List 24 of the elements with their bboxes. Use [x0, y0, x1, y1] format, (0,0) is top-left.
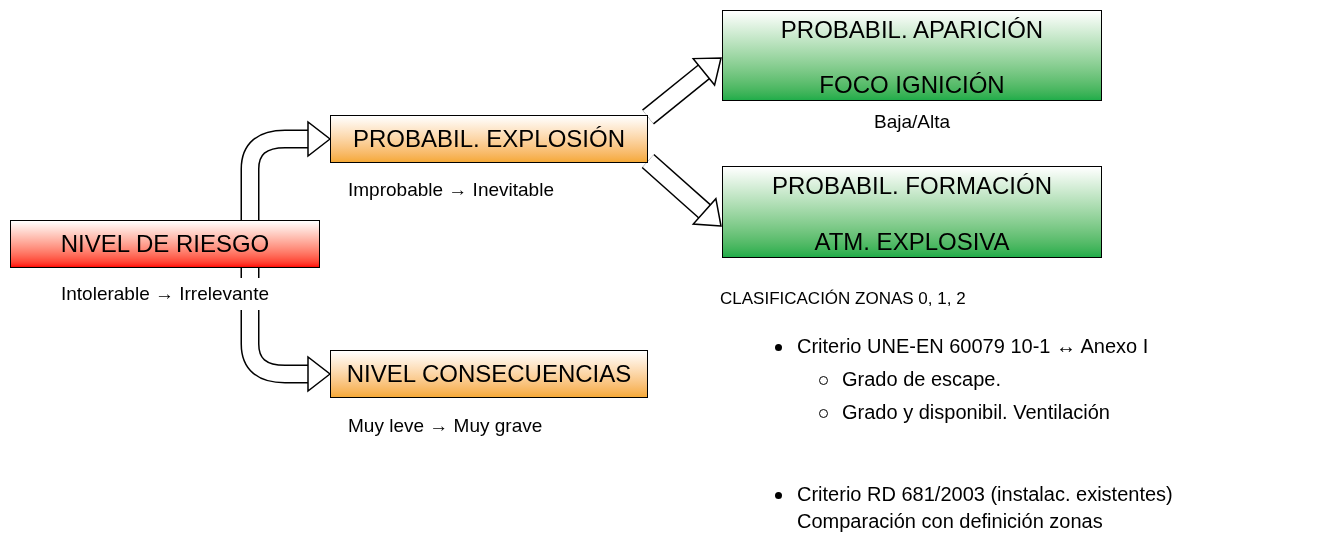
- bullet-text: Grado de escape.: [842, 367, 1001, 392]
- range-caption: Improbable → Inevitable: [347, 178, 555, 202]
- bullet-text: Criterio UNE-EN 60079 10-1 ↔ Anexo I: [797, 334, 1149, 359]
- process-box: [722, 166, 1102, 258]
- range-caption: Muy leve → Muy grave: [347, 414, 544, 438]
- box-title: NIVEL DE RIESGO: [60, 229, 270, 259]
- block-arrow: [240, 120, 332, 220]
- block-arrow: [240, 268, 332, 393]
- block-arrow: [641, 153, 722, 227]
- process-box: [722, 10, 1102, 101]
- process-box: [330, 350, 648, 398]
- box-title: NIVEL CONSECUENCIAS: [346, 359, 632, 389]
- process-box: [10, 220, 320, 268]
- range-caption: Baja/Alta: [872, 110, 951, 134]
- block-arrow: [642, 57, 722, 125]
- box-title: PROBABIL. FORMACIÓN: [771, 171, 1052, 201]
- process-box: [330, 115, 648, 163]
- note-text: CLASIFICACIÓN ZONAS 0, 1, 2: [720, 288, 966, 310]
- box-title: PROBABIL. APARICIÓN: [780, 15, 1044, 45]
- bullet-text: Criterio RD 681/2003 (instalac. existentes) Comparación con definición zonas: [797, 482, 1174, 534]
- box-title: PROBABIL. EXPLOSIÓN: [352, 124, 626, 154]
- box-title: FOCO IGNICIÓN: [819, 70, 1005, 100]
- box-title: ATM. EXPLOSIVA: [814, 227, 1010, 257]
- bullet-text: Grado y disponibil. Ventilación: [842, 400, 1110, 425]
